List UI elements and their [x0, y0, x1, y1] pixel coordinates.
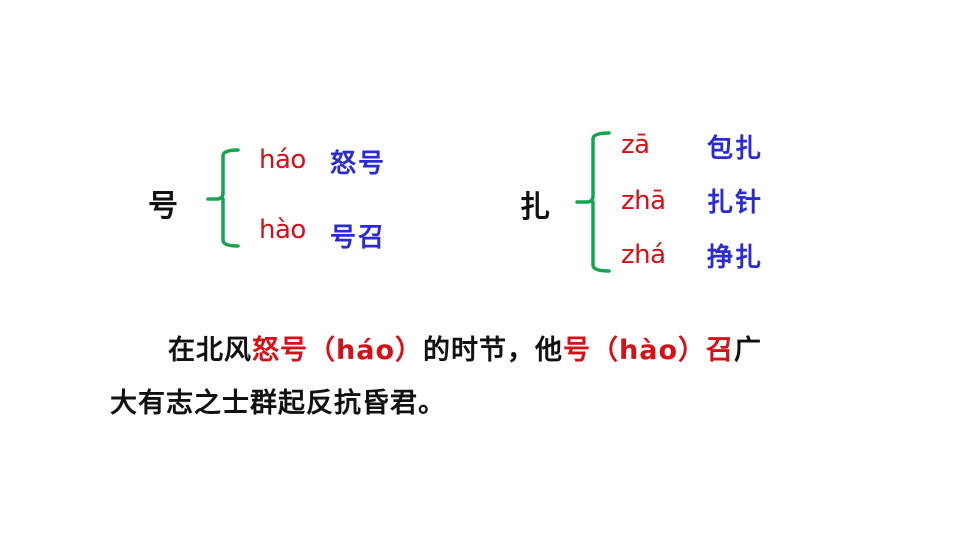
example-sentence-line1: 在北风怒号（háo）的时节，他号（hào）召广 [168, 328, 762, 367]
pinyin-hao2: háo [259, 145, 306, 175]
word-zhazhen: 扎针 [707, 188, 764, 218]
word-zhengzha: 挣扎 [707, 243, 764, 273]
brace-icon [575, 131, 611, 273]
sentence-highlight-haozhao: 号（hào）召 [563, 335, 734, 366]
pinyin-za1: zā [621, 130, 650, 160]
sentence-highlight-nuhao: 怒号（háo） [252, 335, 423, 366]
sentence-segment: 广 [734, 335, 762, 366]
word-nuhao: 怒号 [330, 149, 387, 179]
polyphonic-character-zha: 扎 [520, 190, 550, 225]
word-haozhao: 号召 [330, 223, 387, 253]
polyphonic-character-hao: 号 [148, 189, 178, 224]
word-baoza: 包扎 [707, 134, 764, 164]
brace-icon [206, 148, 240, 248]
example-sentence-line2: 大有志之士群起反抗昏君。 [110, 388, 446, 419]
sentence-segment: 的时节，他 [423, 335, 563, 366]
pinyin-zha2: zhá [621, 240, 666, 270]
pinyin-hao4: hào [259, 215, 306, 245]
pinyin-zha1: zhā [621, 186, 666, 216]
sentence-segment: 在北风 [168, 335, 252, 366]
